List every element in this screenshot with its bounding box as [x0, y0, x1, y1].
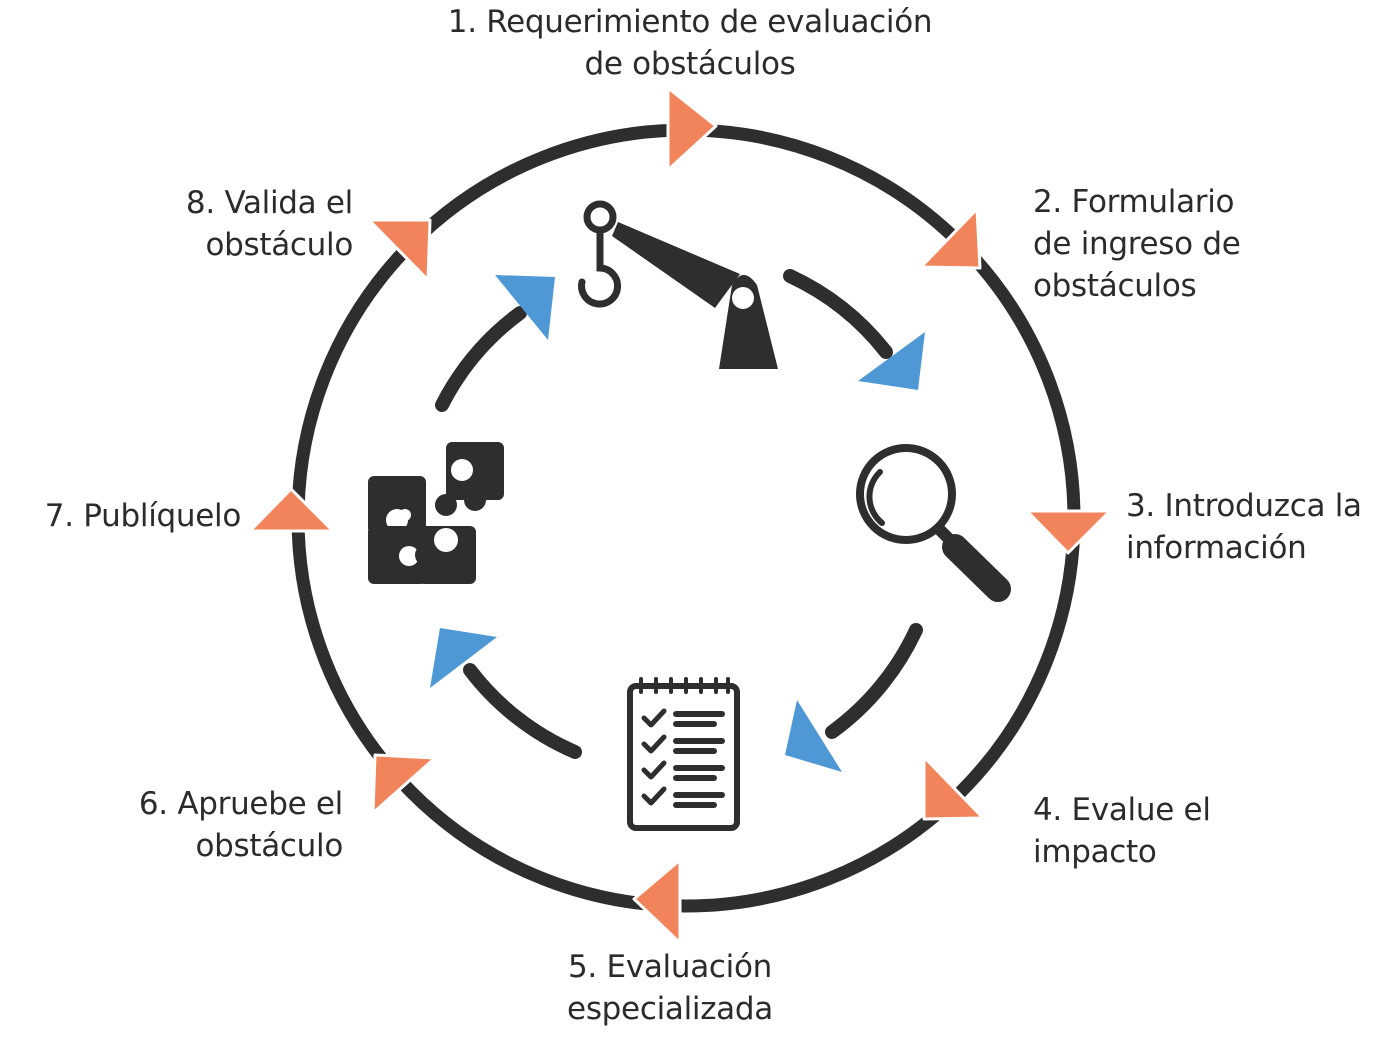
magnifier-icon — [856, 444, 1011, 602]
step-8-label: 8. Valida el obstáculo — [185, 185, 353, 263]
outer-arrow-step-1 — [666, 86, 718, 172]
outer-arrow-step-5 — [632, 858, 682, 945]
outer-arrow-step-4 — [922, 755, 985, 821]
outer-arrows — [248, 86, 1112, 945]
step-3-label: 3. Introduzca la información — [1126, 488, 1362, 566]
outer-arrow-step-3 — [1025, 509, 1112, 555]
outer-arrow-step-6 — [371, 753, 437, 815]
inner-ring — [435, 269, 923, 759]
inner-arrow-top-right — [858, 332, 925, 390]
inner-arc-top-left — [435, 306, 527, 412]
outer-arrow-step-7 — [248, 487, 335, 533]
crane-hook-icon — [578, 200, 778, 369]
inner-arc-bottom-left — [463, 663, 582, 759]
step-1-label: 1. Requerimiento de evaluación de obstác… — [447, 4, 933, 82]
outer-arrow-step-2 — [919, 207, 982, 270]
inner-arrows — [430, 275, 925, 772]
step-7-label: 7. Publíquelo — [44, 498, 242, 534]
inner-arrow-bottom-right — [785, 700, 842, 772]
inner-arc-bottom-right — [825, 623, 923, 739]
checklist-icon — [627, 677, 740, 831]
inner-arrow-bottom-left — [430, 628, 497, 688]
step-2-label: 2. Formulario de ingreso de obstáculos — [1033, 184, 1241, 304]
puzzle-icon — [368, 442, 504, 584]
outer-arrow-step-8 — [367, 218, 432, 282]
step-6-label: 6. Apruebe el obstáculo — [138, 786, 343, 864]
inner-arc-top-right — [783, 269, 893, 359]
step-4-label: 4. Evalue el impacto — [1033, 792, 1211, 870]
step-5-label: 5. Evaluación especializada — [567, 949, 773, 1027]
inner-arrow-top-left — [495, 275, 555, 340]
